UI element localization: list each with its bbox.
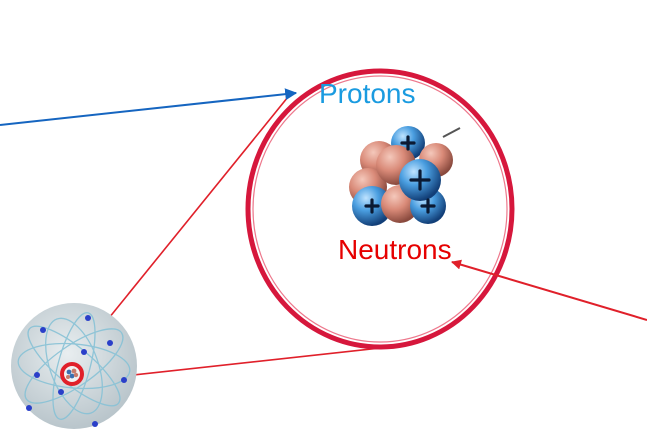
neutrons-label: Neutrons	[338, 234, 452, 265]
neutrons-arrow	[451, 259, 647, 321]
electrons	[26, 315, 127, 427]
protons-label: Protons	[319, 78, 416, 109]
small-nucleus	[66, 368, 79, 379]
atom-icon	[11, 303, 137, 429]
magnifier-circle	[245, 68, 515, 350]
nucleus-icon	[349, 126, 461, 226]
proton-sign	[364, 135, 436, 214]
protons-arrow	[0, 88, 298, 126]
orbit-fragment	[442, 127, 461, 138]
